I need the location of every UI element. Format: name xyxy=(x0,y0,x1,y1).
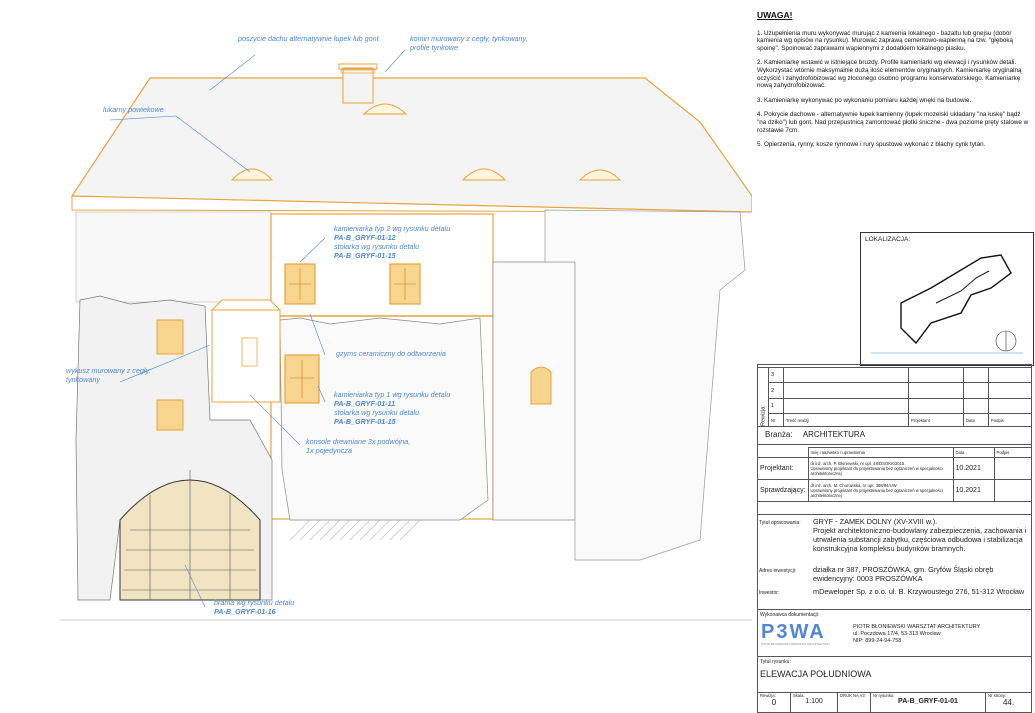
revision-side-label: Rewizja: xyxy=(757,367,769,427)
designer-header-signature: Podpis xyxy=(993,447,1033,458)
location-plan xyxy=(871,254,1023,354)
revision-header-signature: Podpis xyxy=(988,413,1032,427)
project-block: Tytuł opracowania: GRYF - ZAMEK DOLNY (X… xyxy=(757,514,1032,609)
joinery-2-text: stolarka wg rysunku detalu xyxy=(334,408,420,417)
frame-type2-text: kamieniarka typ 2 wg rysunku detalu xyxy=(334,224,451,233)
notes-panel: UWAGA! 1. Uzupełnienia muru wykonywać mu… xyxy=(757,10,1029,156)
frame-type1-ref[interactable]: PA-B_GRYF-01-11 xyxy=(334,399,396,408)
frame-type1-text: kamieniarka typ 1 wg rysunku detalu xyxy=(334,390,451,399)
sprawdzajacy-desc: Uprawniony projektant do projektowania b… xyxy=(810,488,943,498)
branch-label: Branża: xyxy=(765,430,793,439)
designer-header-name: Imię i nazwisko / uprawnienia xyxy=(807,447,954,458)
revision-header-nr: Nr xyxy=(768,413,784,427)
drawing-footer: Rewizja: 0 Skala: 1:100 DRUK NA A3 Nr ry… xyxy=(757,692,1032,713)
callout-consoles: konsole drewniane 3x podwójna, 1x pojedy… xyxy=(306,437,411,455)
revision-row-1: 1 xyxy=(768,397,784,415)
revision-table: Rewizja: 3 2 1 Nr Treść rewizji Projekta… xyxy=(757,366,1032,427)
chimney xyxy=(342,67,374,104)
callout-dormers: lukarny powiekowe xyxy=(103,105,164,114)
contractor-name: PIOTR BŁONIEWSKI WARSZTAT ARCHITEKTURY xyxy=(853,624,981,630)
note-4: 4. Pokrycie dachowe - alternatywnie łupe… xyxy=(757,111,1029,134)
sprawdzajacy-name: dr inż. arch. M. Chorowska, nr upr. 388/… xyxy=(810,483,897,488)
scale-label: Skala: xyxy=(793,693,805,698)
hatched-base xyxy=(289,519,421,541)
far-right-wall xyxy=(544,209,746,561)
project-title-label: Tytuł opracowania: xyxy=(759,520,801,526)
rev-label: Rewizja: xyxy=(760,693,776,698)
investor-value: mDeweloper Sp. z o.o. ul. B. Krzywousteg… xyxy=(813,587,1025,596)
left-wing-wall xyxy=(75,211,272,303)
location-label: LOKALIZACJA: xyxy=(865,236,911,243)
gate-text: brama wg rysunku detalu xyxy=(214,598,295,607)
notes-title: UWAGA! xyxy=(757,10,793,20)
project-title-rest: Projekt architektoniczno-budowlany zabez… xyxy=(813,526,1027,553)
page-label: Nr strony: xyxy=(988,693,1007,698)
callout-oriel: wykusz murowany z cegły, tynkowany xyxy=(66,366,151,384)
contractor-addr: ul. Poczdowa 17/4, 53-313 Wrocław xyxy=(853,631,941,637)
projektant-date: 10.2021 xyxy=(952,457,995,480)
revision-row-2: 2 xyxy=(768,382,784,399)
ruined-left-wall xyxy=(75,295,273,601)
print-size: DRUK NA A3 xyxy=(837,692,871,713)
logo-text: P3WA xyxy=(761,621,826,643)
oriel xyxy=(211,309,281,403)
revision-header-date: Data xyxy=(963,413,989,427)
investor-label: Inwestor: xyxy=(759,590,780,596)
scale-value: 1:100 xyxy=(805,698,823,705)
joinery-1-ref[interactable]: PA-B_GRYF-01-15 xyxy=(334,251,396,260)
callout-chimney: komin murowany z cegły, tynkowany, profi… xyxy=(410,34,528,52)
drawing-title: ELEWACJA POŁUDNIOWA xyxy=(760,669,872,679)
note-5: 5. Opierzenia, rynny, kosze rynnowe i ru… xyxy=(757,141,986,149)
projektant-label: Projektant: xyxy=(757,457,809,480)
callout-cornice: gzyms ceramiczny do odtworzenia xyxy=(336,349,446,358)
sprawdzajacy-date: 10.2021 xyxy=(952,479,995,502)
elevation-drawing xyxy=(60,49,752,621)
revision-row-3: 3 xyxy=(768,366,784,384)
leader-lines xyxy=(109,49,406,608)
drawing-title-label: Tytuł rysunku: xyxy=(760,659,791,665)
designers-table: Imię i nazwisko / uprawnienia Data Podpi… xyxy=(757,447,1033,502)
page-num: 44. xyxy=(1002,698,1015,707)
projektant-name: dr inż. arch. P. Błoniewski, nr upr. 48/… xyxy=(810,461,905,466)
note-2: 2. Kamieniarkę wstawić w istniejące bruz… xyxy=(757,59,1022,90)
contractor-label: Wykonawca dokumentacji: xyxy=(760,612,820,618)
rev-value: 0 xyxy=(771,698,777,707)
callout-roof: poszycie dachu alternatywnie łupek lub g… xyxy=(238,34,379,43)
callout-gate: brama wg rysunku detalu PA-B_GRYF-01-16 xyxy=(214,598,314,616)
location-map: LOKALIZACJA: xyxy=(860,232,1034,366)
project-title-line1: GRYF - ZAMEK DOLNY (XV-XVIII w.). xyxy=(813,517,938,526)
drawing-title-block: Tytuł rysunku: ELEWACJA POŁUDNIOWA xyxy=(757,656,1032,692)
drawing-num: PA-B_GRYF-01-01 xyxy=(898,698,958,705)
branch-value: ARCHITEKTURA xyxy=(802,430,866,439)
frame-type2-ref[interactable]: PA-B_GRYF-01-12 xyxy=(334,233,396,242)
joinery-1-text: stolarka wg rysunku detalu xyxy=(334,242,420,251)
joinery-2-ref[interactable]: PA-B_GRYF-01-15 xyxy=(334,417,396,426)
branch-row: Branża: ARCHITEKTURA xyxy=(757,430,1032,445)
address-value: działka nr 387, PROSZÓWKA, gm. Gryfów Śl… xyxy=(813,565,994,583)
sprawdzajacy-label: Sprawdzający: xyxy=(757,479,809,502)
drawing-num-label: Nr rysunku: xyxy=(873,693,895,698)
note-3: 3. Kamieniarkę wykonywać po wykonaniu po… xyxy=(757,96,972,104)
contractor-logo: P3WA PIOTR BŁONIEWSKI WARSZTAT ARCHITEKT… xyxy=(761,622,839,646)
gate-ref[interactable]: PA-B_GRYF-01-16 xyxy=(214,607,276,616)
window-right xyxy=(530,366,552,405)
note-1: 1. Uzupełnienia muru wykonywać murując z… xyxy=(757,29,1013,52)
projektant-desc: Uprawniony projektant do projektowania b… xyxy=(810,466,943,476)
windows-left xyxy=(156,319,184,431)
contractor-block: Wykonawca dokumentacji: P3WA PIOTR BŁONI… xyxy=(757,609,1032,656)
callout-frame-type2: kamieniarka typ 2 wg rysunku detalu PA-B… xyxy=(334,224,484,260)
contractor-nip: NIP: 899-24-94-758 xyxy=(853,638,902,644)
roof xyxy=(70,77,752,213)
callout-frame-type1: kamieniarka typ 1 wg rysunku detalu PA-B… xyxy=(334,390,484,426)
revision-header-designer: Projektant xyxy=(908,413,964,427)
revision-header-content: Treść rewizji xyxy=(783,413,909,427)
logo-subtext: PIOTR BŁONIEWSKI WARSZTAT ARCHITEKTURY xyxy=(761,642,831,646)
designer-header-date: Data xyxy=(952,447,995,458)
address-label: Adres inwestycji: xyxy=(759,568,797,574)
